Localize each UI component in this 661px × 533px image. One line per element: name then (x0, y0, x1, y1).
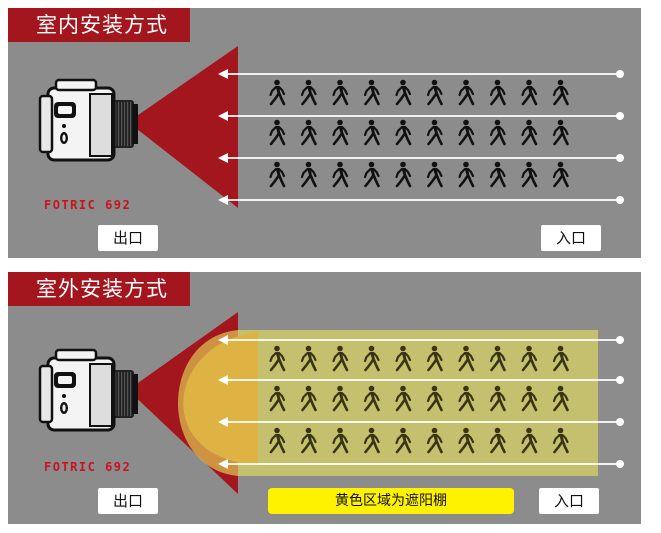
walking-person-icon (521, 161, 538, 188)
walking-person-icon (489, 385, 506, 412)
walking-person-icon (300, 385, 317, 412)
thermal-camera-icon (38, 78, 138, 162)
walking-person-icon (458, 79, 475, 106)
walking-person-icon (269, 427, 286, 454)
thermal-camera-icon (38, 348, 138, 432)
walking-person-icon (395, 119, 412, 146)
walking-person-icon (300, 161, 317, 188)
walking-person-icon (521, 427, 538, 454)
walking-person-icon (426, 385, 443, 412)
walking-person-icon (521, 119, 538, 146)
walking-person-icon (395, 79, 412, 106)
outdoor-entrance-label: 入口 (539, 488, 599, 514)
walking-person-icon (332, 161, 349, 188)
walking-person-icon (363, 119, 380, 146)
walking-person-icon (426, 345, 443, 372)
walking-person-icon (521, 385, 538, 412)
walking-person-icon (332, 427, 349, 454)
walking-person-icon (426, 161, 443, 188)
walking-person-icon (332, 79, 349, 106)
walking-person-icon (521, 79, 538, 106)
walking-person-icon (363, 345, 380, 372)
walking-person-icon (363, 385, 380, 412)
walking-person-icon (300, 79, 317, 106)
walking-person-icon (426, 427, 443, 454)
outdoor-exit-label: 出口 (98, 488, 158, 514)
outdoor-panel: 室外安装方式 FOTRIC 692 出口 黄色区域为遮阳棚 入口 (8, 272, 641, 524)
walking-person-icon (458, 385, 475, 412)
crowd (269, 345, 569, 454)
outdoor-scene (38, 312, 624, 494)
walking-person-icon (395, 385, 412, 412)
walking-person-icon (458, 427, 475, 454)
walking-person-icon (300, 427, 317, 454)
walking-person-icon (489, 79, 506, 106)
walking-person-icon (269, 79, 286, 106)
walking-person-icon (395, 161, 412, 188)
walking-person-icon (552, 119, 569, 146)
outdoor-brand: FOTRIC 692 (44, 460, 132, 474)
walking-person-icon (489, 427, 506, 454)
outdoor-title: 室外安装方式 (8, 272, 190, 306)
walking-person-icon (552, 345, 569, 372)
walking-person-icon (458, 345, 475, 372)
walking-person-icon (363, 79, 380, 106)
left-arrow-icon (218, 417, 624, 427)
walking-person-icon (395, 427, 412, 454)
walking-person-icon (332, 119, 349, 146)
walking-person-icon (269, 161, 286, 188)
walking-person-icon (458, 161, 475, 188)
shade-note: 黄色区域为遮阳棚 (268, 488, 514, 514)
left-arrow-icon (218, 375, 624, 385)
walking-person-icon (269, 345, 286, 372)
walking-person-icon (426, 79, 443, 106)
walking-person-icon (489, 119, 506, 146)
indoor-title: 室内安装方式 (8, 8, 190, 42)
walking-person-icon (489, 345, 506, 372)
walking-person-icon (363, 427, 380, 454)
left-arrow-icon (218, 69, 624, 79)
walking-person-icon (300, 345, 317, 372)
indoor-scene (38, 46, 624, 208)
left-arrow-icon (218, 459, 624, 469)
walking-person-icon (489, 161, 506, 188)
walking-person-icon (426, 119, 443, 146)
walking-person-icon (363, 161, 380, 188)
indoor-exit-label: 出口 (98, 225, 158, 251)
walking-person-icon (552, 161, 569, 188)
camera-beam (128, 46, 238, 208)
walking-person-icon (269, 119, 286, 146)
walking-person-icon (395, 345, 412, 372)
walking-person-icon (269, 385, 286, 412)
left-arrow-icon (218, 335, 624, 345)
walking-person-icon (552, 385, 569, 412)
walking-person-icon (552, 427, 569, 454)
walking-person-icon (332, 385, 349, 412)
left-arrow-icon (218, 111, 624, 121)
walking-person-icon (521, 345, 538, 372)
left-arrow-icon (218, 153, 624, 163)
walking-person-icon (458, 119, 475, 146)
indoor-brand: FOTRIC 692 (44, 198, 132, 212)
indoor-panel: 室内安装方式 FOTRIC 692 出口 入口 (8, 8, 641, 258)
left-arrow-icon (218, 195, 624, 205)
walking-person-icon (332, 345, 349, 372)
sunshade-area (178, 330, 598, 476)
crowd (269, 79, 569, 188)
walking-person-icon (552, 79, 569, 106)
walking-person-icon (300, 119, 317, 146)
indoor-entrance-label: 入口 (541, 225, 601, 251)
